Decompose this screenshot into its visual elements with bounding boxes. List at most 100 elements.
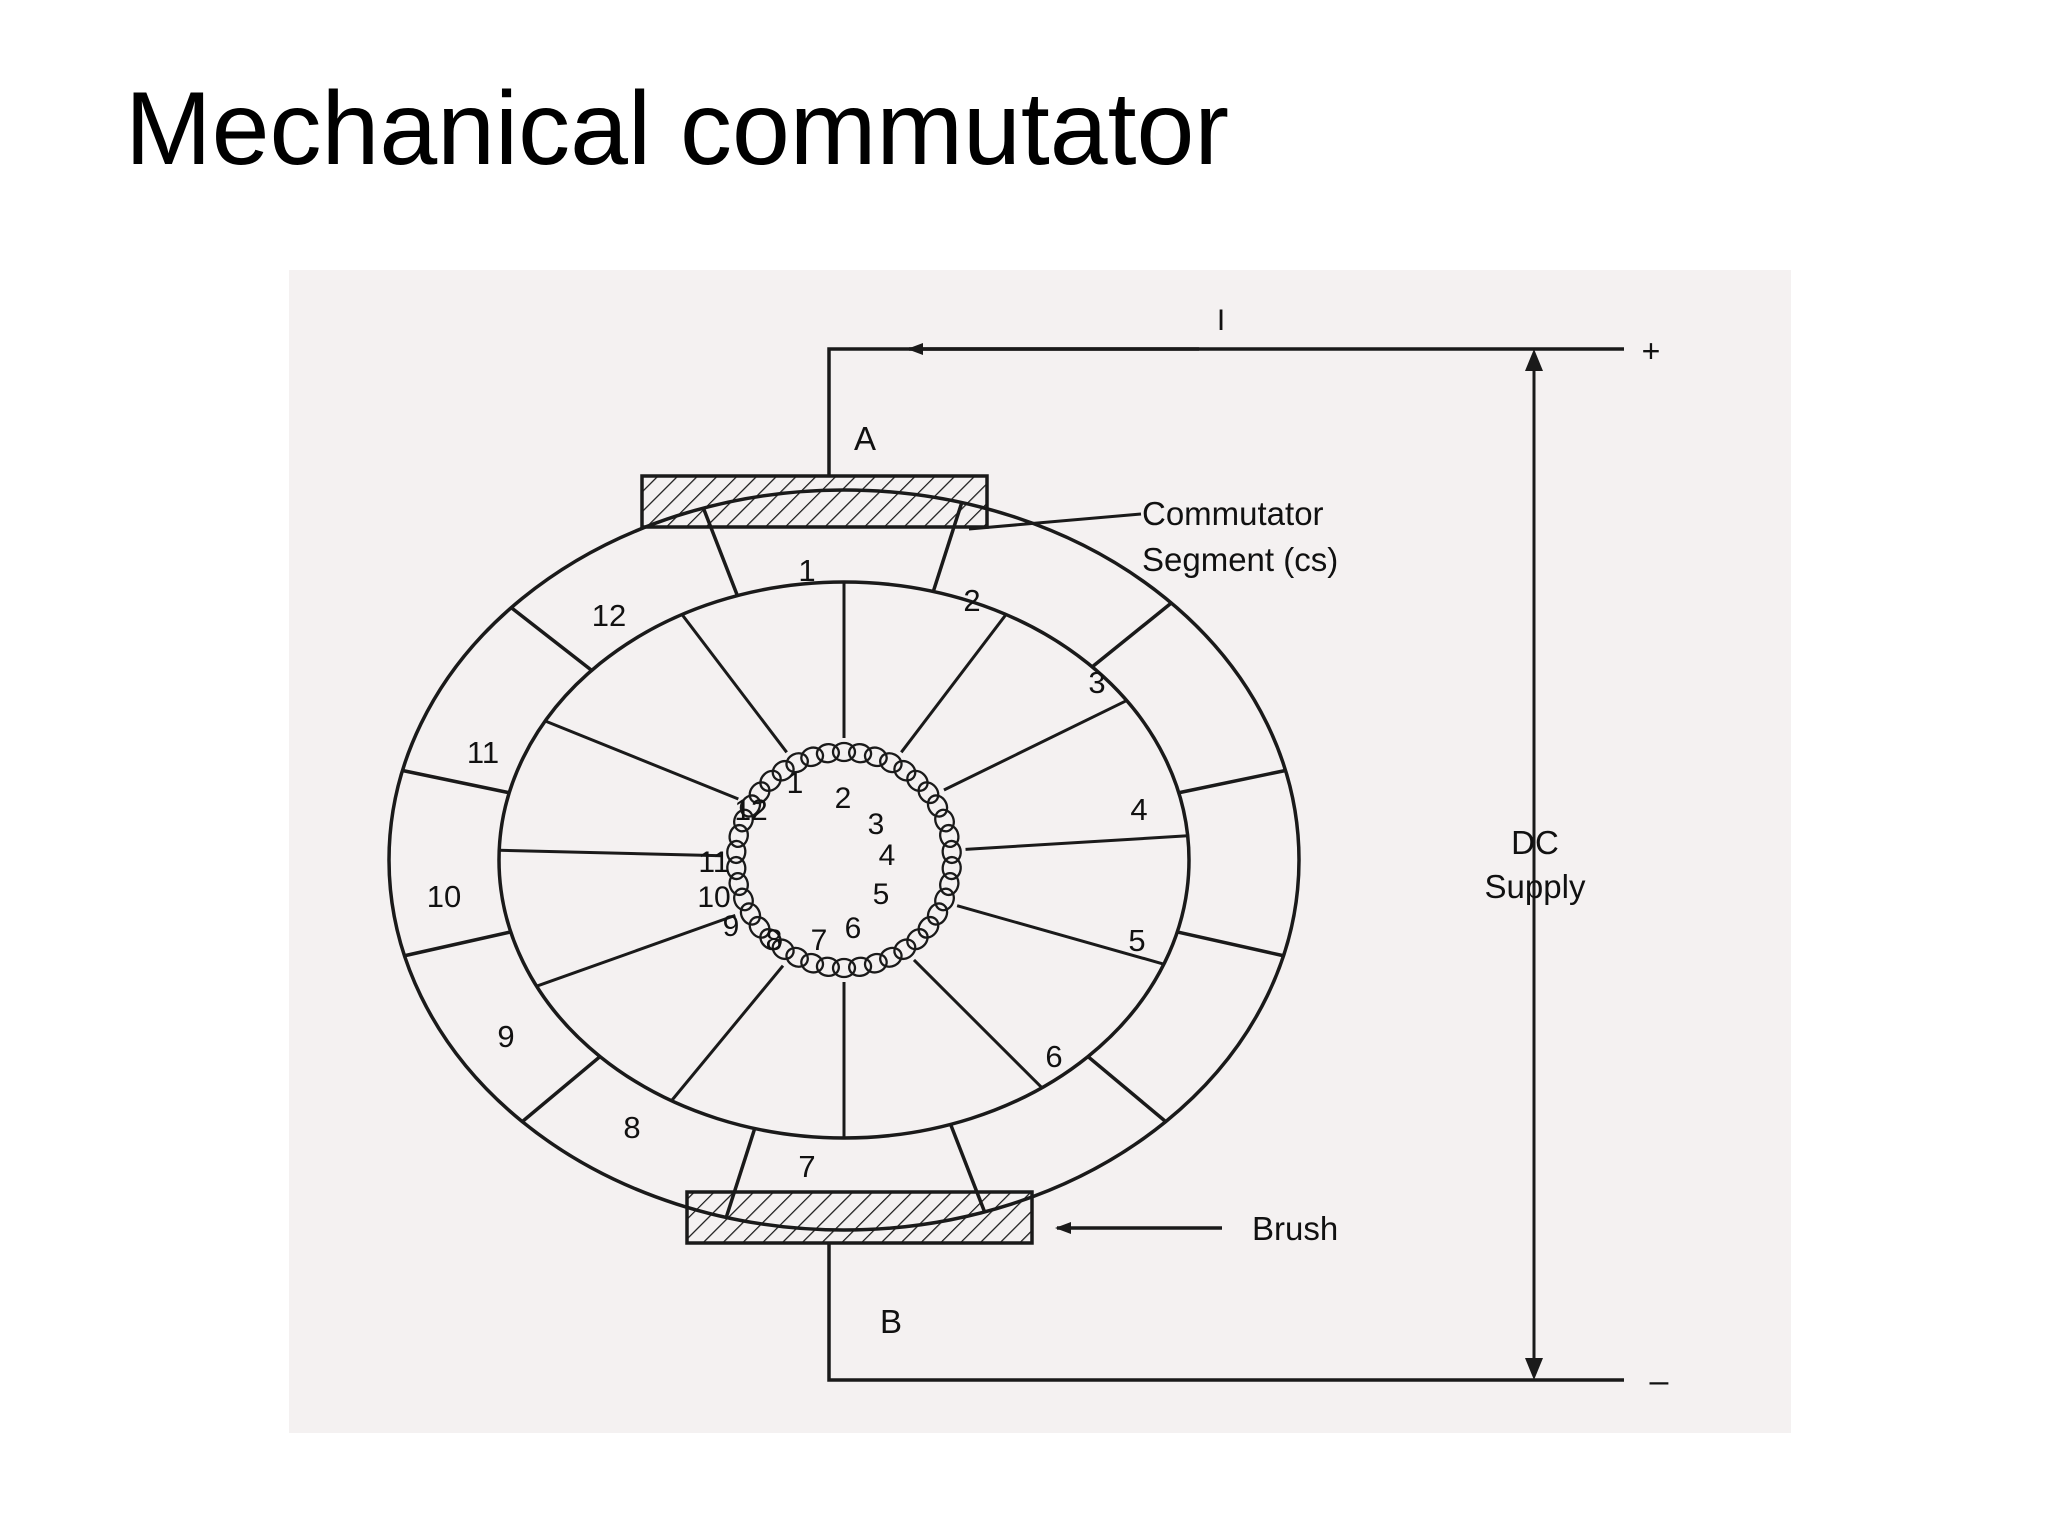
coil-loop xyxy=(726,855,747,881)
coil-loop xyxy=(800,746,825,768)
coil-loop xyxy=(815,743,841,764)
outer-segment-label: 3 xyxy=(1088,665,1105,700)
coil-loop xyxy=(800,952,825,974)
inner-coil-label: 12 xyxy=(734,794,767,827)
spokes xyxy=(499,582,1188,1138)
dc-supply-arrow-up xyxy=(1525,349,1543,371)
outer-segment-label: 2 xyxy=(963,583,980,618)
inner-coil-label: 1 xyxy=(787,767,804,800)
commutator-label-line2: Segment (cs) xyxy=(1142,541,1338,578)
armature-coil xyxy=(726,741,962,979)
coil-loop xyxy=(831,741,857,763)
dc-supply-label-line2: Supply xyxy=(1485,868,1586,905)
slide-title: Mechanical commutator xyxy=(125,71,1229,187)
coil-loop xyxy=(728,871,749,897)
coil-loop xyxy=(728,823,749,849)
coil-loop xyxy=(771,938,795,961)
segment-divider xyxy=(521,1055,602,1123)
outer-segment-label: 8 xyxy=(623,1110,640,1145)
spoke-line xyxy=(544,719,739,801)
segment-divider xyxy=(1086,1055,1167,1123)
terminal-b-label: B xyxy=(880,1303,902,1340)
inner-coil-label: 8 xyxy=(766,924,783,957)
commutator-leader-line xyxy=(968,512,1142,531)
spoke-line xyxy=(965,834,1188,851)
segment-divider xyxy=(1091,601,1173,669)
commutator-label-line1: Commutator xyxy=(1142,495,1324,532)
dc-supply-arrow-down xyxy=(1525,1358,1543,1380)
coil-loop xyxy=(917,781,940,805)
brush-bottom xyxy=(685,1190,1034,1245)
inner-coil-label: 5 xyxy=(873,878,890,911)
coil-loop xyxy=(748,915,771,939)
coil-loop xyxy=(759,769,782,792)
coil-loop xyxy=(759,928,782,951)
coil-loop xyxy=(939,871,960,897)
coil-loop xyxy=(906,769,929,792)
inner-coil-label: 7 xyxy=(811,924,828,957)
spoke-line xyxy=(943,699,1128,792)
segment-divider xyxy=(510,606,593,672)
coil-loop xyxy=(906,928,929,951)
inner-coil-label: 3 xyxy=(868,808,885,841)
spoke-line xyxy=(956,904,1165,966)
lead-b-wire xyxy=(827,1243,1624,1382)
outer-segment-label: 12 xyxy=(592,598,626,633)
coil-loop xyxy=(739,794,762,818)
dc-supply-label-line1: DC xyxy=(1511,824,1559,861)
spoke-line xyxy=(680,613,788,754)
coil-loop xyxy=(733,887,754,912)
coil-loop xyxy=(941,855,962,881)
polarity-plus-label: + xyxy=(1642,333,1661,369)
outer-segment-label: 4 xyxy=(1130,792,1147,827)
coil-loop xyxy=(748,781,771,805)
spoke-line xyxy=(900,613,1008,754)
coil-loop xyxy=(863,746,888,768)
current-label: I xyxy=(1217,304,1225,337)
coil-loop xyxy=(893,759,917,782)
segment-divider xyxy=(402,768,510,795)
spoke-line xyxy=(499,848,723,858)
outer-segment-label: 7 xyxy=(798,1149,815,1184)
coil-loop xyxy=(771,759,795,782)
coil-loop xyxy=(879,752,903,774)
coil-loop xyxy=(739,902,762,926)
coil-loop xyxy=(785,946,809,968)
inner-coil-label: 10 xyxy=(697,881,730,914)
outer-segment-label: 6 xyxy=(1045,1039,1062,1074)
coil-loop xyxy=(863,952,888,974)
coil-loop xyxy=(934,808,955,833)
coil-loop xyxy=(726,839,747,865)
spoke-line xyxy=(912,958,1043,1089)
outer-segment-label: 11 xyxy=(467,735,499,770)
outer-segment-label: 10 xyxy=(427,879,461,914)
outer-segment-label: 5 xyxy=(1128,923,1145,958)
coil-loop xyxy=(934,887,955,912)
coil-loop xyxy=(917,915,940,939)
coil-loop xyxy=(926,794,949,818)
coil-loop xyxy=(926,902,949,926)
polarity-minus-label: – xyxy=(1650,1362,1669,1400)
segment-divider xyxy=(1176,930,1284,958)
inner-coil-label: 9 xyxy=(723,910,740,943)
coil-loop xyxy=(847,743,873,764)
inner-coil-label: 4 xyxy=(879,839,896,872)
coil-loop xyxy=(733,808,754,833)
coil-loop xyxy=(879,946,903,968)
coil-loop xyxy=(893,938,917,961)
inner-coil-label: 11 xyxy=(698,846,729,879)
outer-segment-label: 9 xyxy=(497,1019,514,1054)
lead-a-wire xyxy=(827,347,1624,476)
coil-loop xyxy=(785,752,809,774)
outer-segment-label: 1 xyxy=(798,553,815,588)
coil-loop xyxy=(941,839,962,865)
inner-coil-label: 2 xyxy=(835,782,852,815)
spoke-line xyxy=(670,964,785,1102)
brush-top xyxy=(640,474,989,529)
terminal-a-label: A xyxy=(854,420,876,457)
inner-coil-label: 6 xyxy=(845,912,862,945)
brush-label: Brush xyxy=(1252,1210,1338,1247)
